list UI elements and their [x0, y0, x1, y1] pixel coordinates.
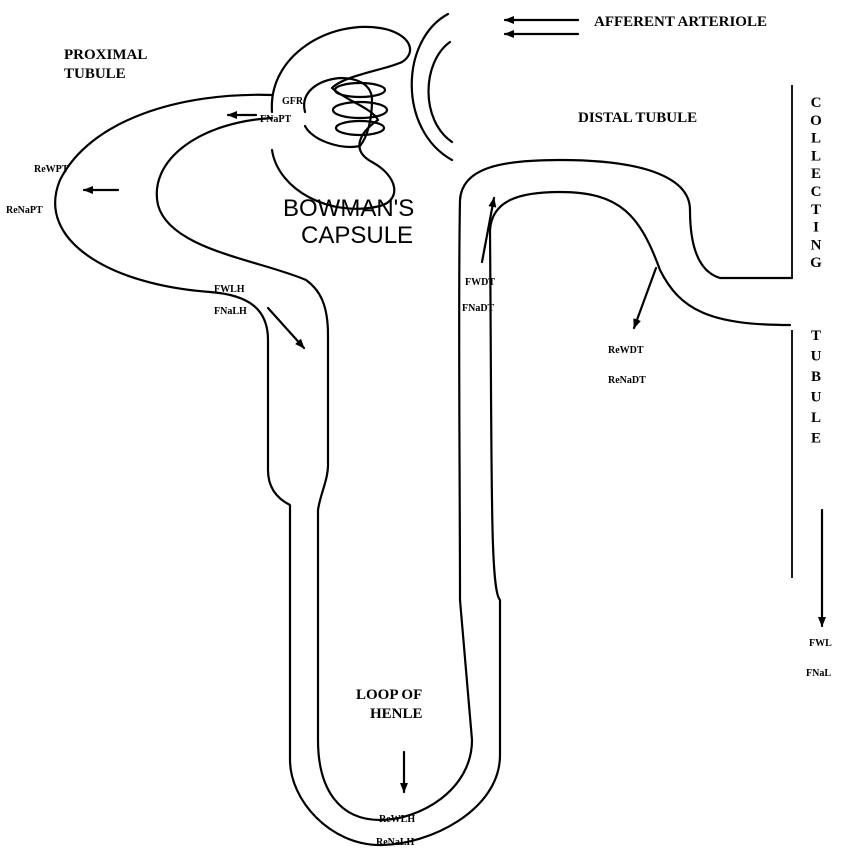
rew-lh-label: ReWLH	[379, 814, 415, 825]
fw-dt-label: FWDT	[465, 277, 495, 288]
fw-lh-label: FWLH	[214, 284, 245, 295]
vert-collecting-letter: O	[810, 113, 822, 129]
vert-tubule-letter: U	[811, 349, 822, 365]
loop-of-henle-label-1: LOOP OF	[356, 687, 422, 703]
vert-collecting-letter: C	[811, 184, 822, 200]
fna-dt-label: FNaDT	[462, 303, 495, 314]
glomerulus-loop-1	[335, 83, 385, 97]
bowmans-label-2: CAPSULE	[301, 222, 413, 249]
vert-collecting-letter: T	[811, 202, 821, 218]
vert-collecting-letter: N	[811, 237, 822, 253]
glomerulus-loop-3	[336, 121, 384, 135]
rena-pt-label: ReNaPT	[6, 205, 43, 216]
fna-l-label: FNaL	[806, 668, 831, 679]
vert-collecting-letter: L	[811, 131, 821, 147]
nephron-tubule	[55, 85, 792, 845]
tubule-outer-wall	[55, 95, 500, 845]
distal-inner	[490, 192, 790, 325]
vert-tubule-letter: T	[811, 328, 821, 344]
proximal-label-1: PROXIMAL	[64, 47, 147, 63]
lh-arrow	[268, 308, 304, 348]
rena-lh-label: ReNaLH	[376, 837, 415, 848]
vert-tubule-letter: U	[811, 390, 822, 406]
rew-dt-label: ReWDT	[608, 345, 644, 356]
fna-lh-label: FNaLH	[214, 306, 247, 317]
distal-tubule-label: DISTAL TUBULE	[578, 110, 697, 126]
afferent-arteriole	[412, 14, 578, 160]
bowmans-capsule	[272, 27, 410, 209]
proximal-label-2: TUBULE	[64, 66, 126, 82]
rew-pt-label: ReWPT	[34, 164, 69, 175]
bowmans-label-1: BOWMAN'S	[283, 195, 414, 222]
vert-collecting-letter: G	[810, 255, 822, 271]
vert-tubule-letter: L	[811, 410, 821, 426]
rena-dt-label: ReNaDT	[608, 375, 646, 386]
fna-pt-label: FNaPT	[260, 114, 291, 125]
vert-collecting-letter: C	[811, 95, 822, 111]
redt-arrow	[634, 268, 656, 328]
vert-collecting-letter: E	[811, 166, 821, 182]
distal-outer	[460, 160, 720, 278]
afferent-arteriole-label: AFFERENT ARTERIOLE	[594, 14, 767, 30]
vert-collecting-letter: L	[811, 148, 821, 164]
dt-arrow	[482, 198, 494, 262]
arteriole-inner-arc	[429, 42, 453, 142]
vert-tubule-letter: E	[811, 431, 821, 447]
vert-tubule-letter: B	[811, 369, 821, 385]
vert-collecting-letter: I	[813, 220, 819, 236]
fw-l-label: FWL	[809, 638, 832, 649]
loop-of-henle-label-2: HENLE	[370, 706, 423, 722]
gfr-label: GFR	[282, 96, 304, 107]
capsule-outline	[272, 27, 410, 209]
tubule-vertical-label: TUBULE	[811, 328, 822, 447]
